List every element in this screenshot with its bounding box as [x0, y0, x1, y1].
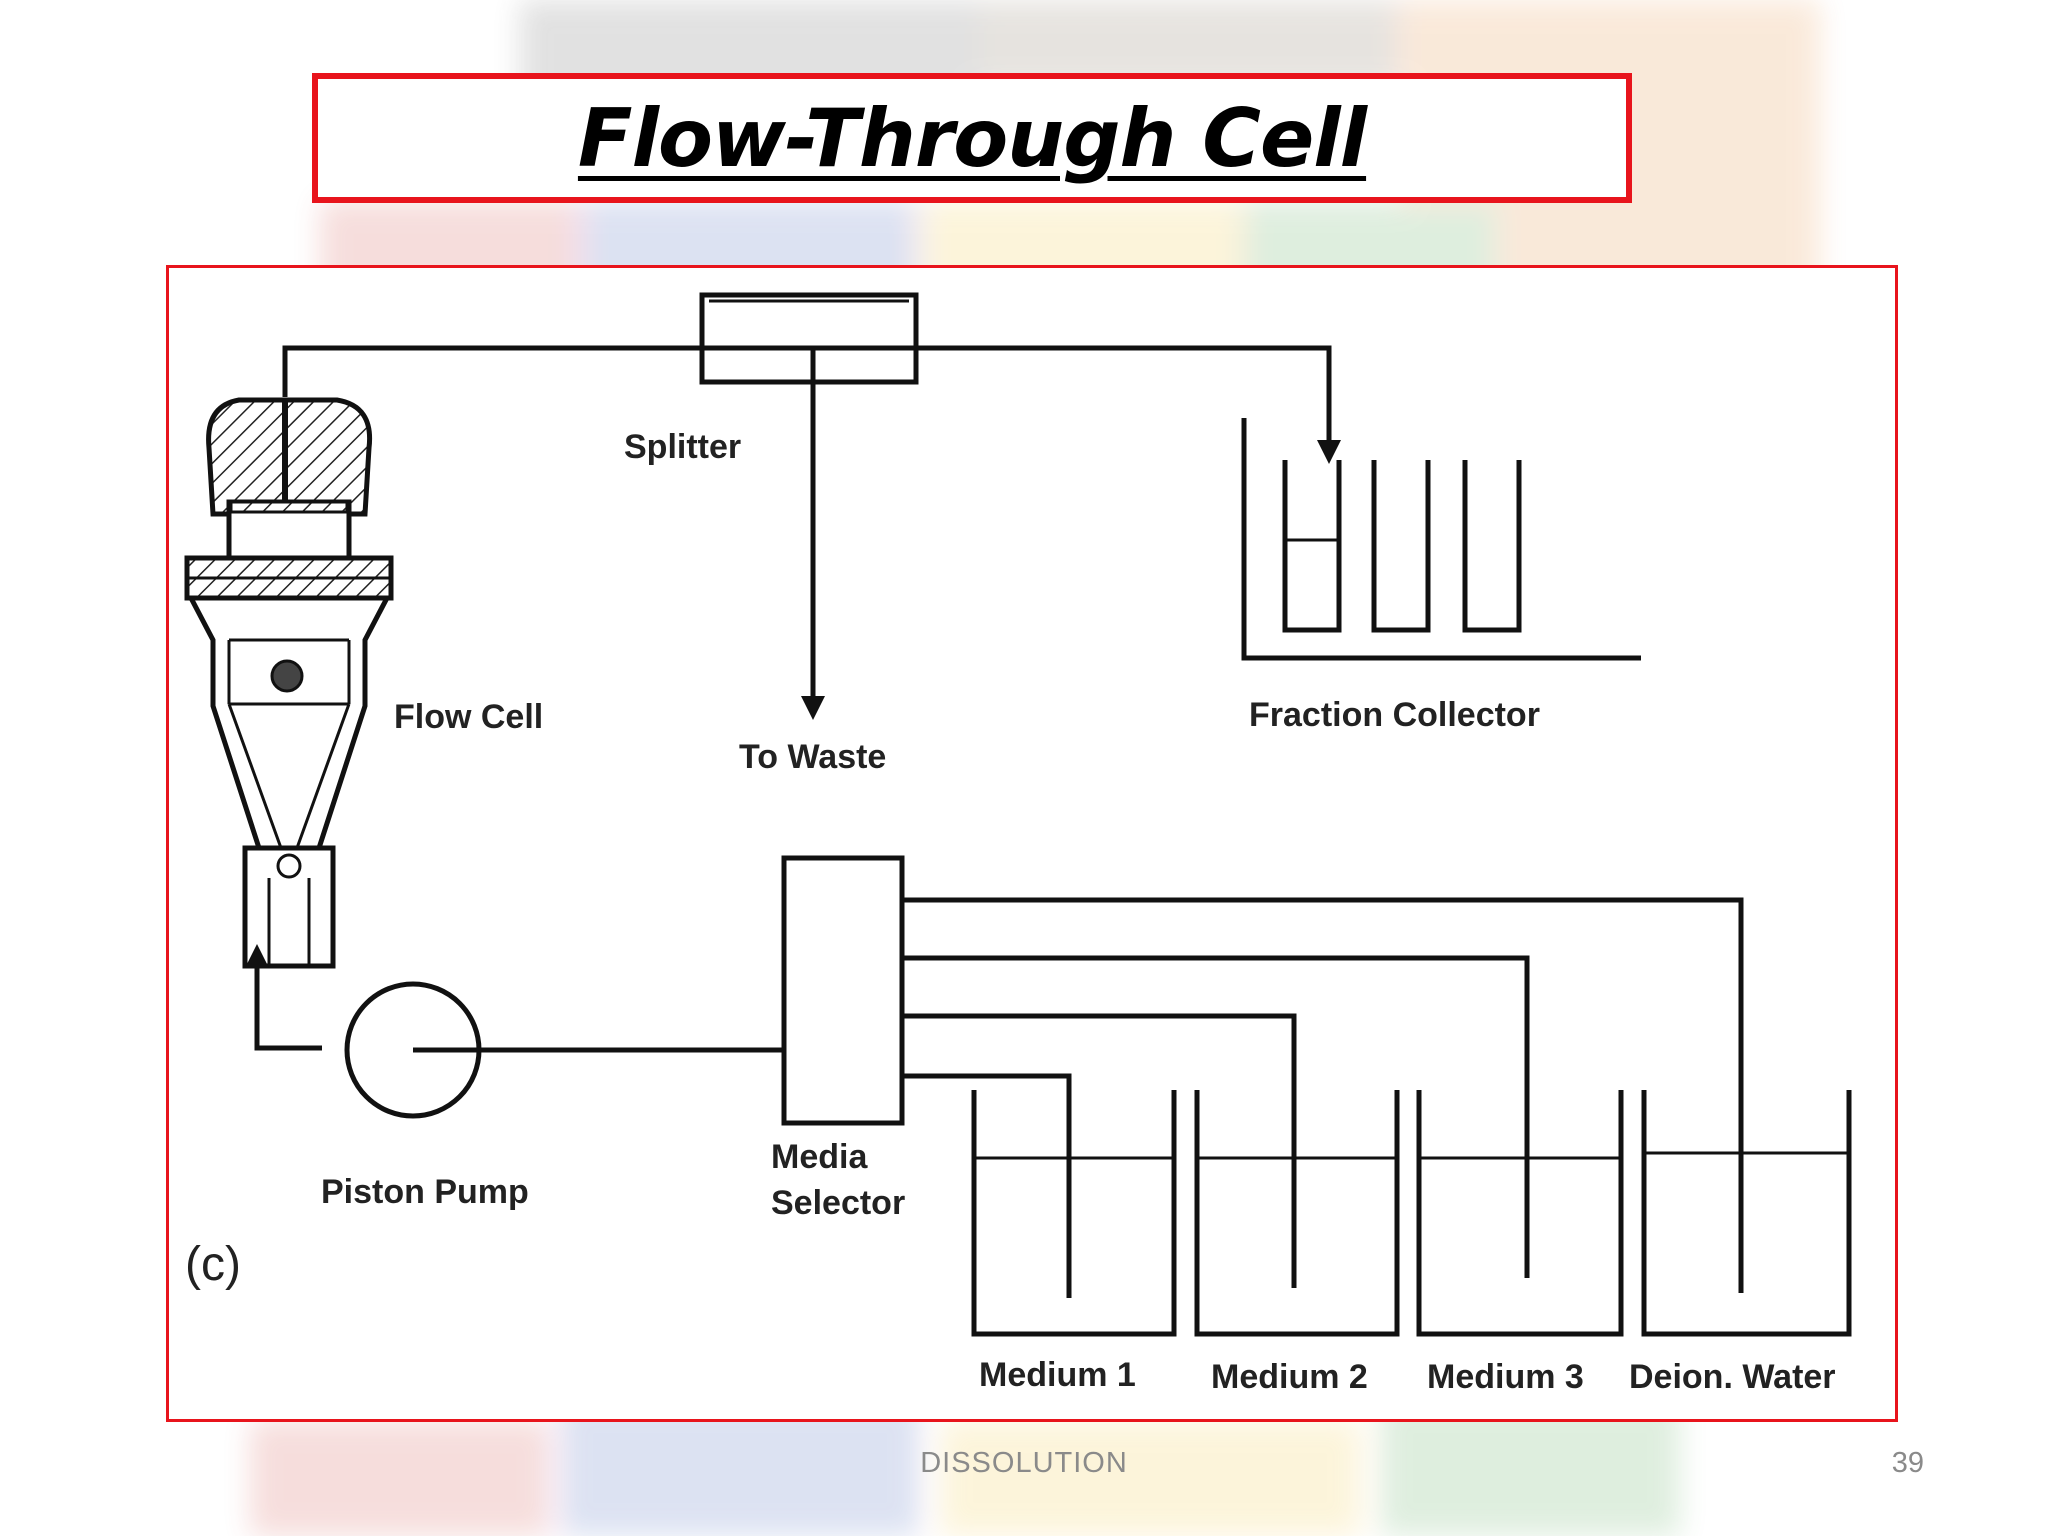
- label-splitter: Splitter: [624, 428, 741, 466]
- title-box: Flow-Through Cell: [312, 73, 1632, 203]
- pump-to-cell-line: [254, 958, 322, 1051]
- slide-title: Flow-Through Cell: [577, 91, 1367, 185]
- arrow-to-collector: [1317, 440, 1341, 464]
- flow-through-cell-diagram: Splitter Flow Cell To Waste Fraction Col…: [184, 292, 1852, 1396]
- splitter-box: [699, 292, 919, 385]
- label-medium-3: Medium 3: [1427, 1358, 1584, 1396]
- feed-line-medium-1: [902, 1073, 1072, 1298]
- figure-label: (c): [185, 1238, 241, 1291]
- flow-cell: [184, 397, 394, 969]
- feed-line-deion-water: [902, 897, 1744, 1293]
- arrow-to-waste: [801, 696, 825, 720]
- label-fraction-collector: Fraction Collector: [1249, 696, 1540, 734]
- vessel-deion-water: [1641, 1090, 1852, 1337]
- label-flow-cell: Flow Cell: [394, 698, 543, 736]
- vessel-medium-2: [1194, 1090, 1400, 1337]
- fraction-collector: [1241, 418, 1641, 661]
- page-number: 39: [1891, 1447, 1924, 1479]
- label-piston-pump: Piston Pump: [321, 1173, 529, 1211]
- vessel-medium-1: [971, 1090, 1177, 1337]
- diagram-frame: Splitter Flow Cell To Waste Fraction Col…: [166, 265, 1898, 1422]
- vessel-medium-3: [1416, 1090, 1624, 1337]
- label-deion-water: Deion. Water: [1629, 1358, 1836, 1396]
- media-selector-box: [781, 855, 905, 1126]
- arrow-to-flow-cell: [245, 944, 269, 968]
- feed-line-medium-3: [902, 955, 1530, 1278]
- footer-text: DISSOLUTION: [920, 1447, 1128, 1479]
- label-to-waste: To Waste: [739, 738, 886, 776]
- label-medium-1: Medium 1: [979, 1356, 1136, 1394]
- label-medium-2: Medium 2: [1211, 1358, 1368, 1396]
- label-media-selector-line1: Media: [771, 1138, 868, 1176]
- label-media-selector-line2: Selector: [771, 1184, 905, 1222]
- feed-line-medium-2: [902, 1013, 1297, 1288]
- flow-line-top: [282, 345, 1332, 448]
